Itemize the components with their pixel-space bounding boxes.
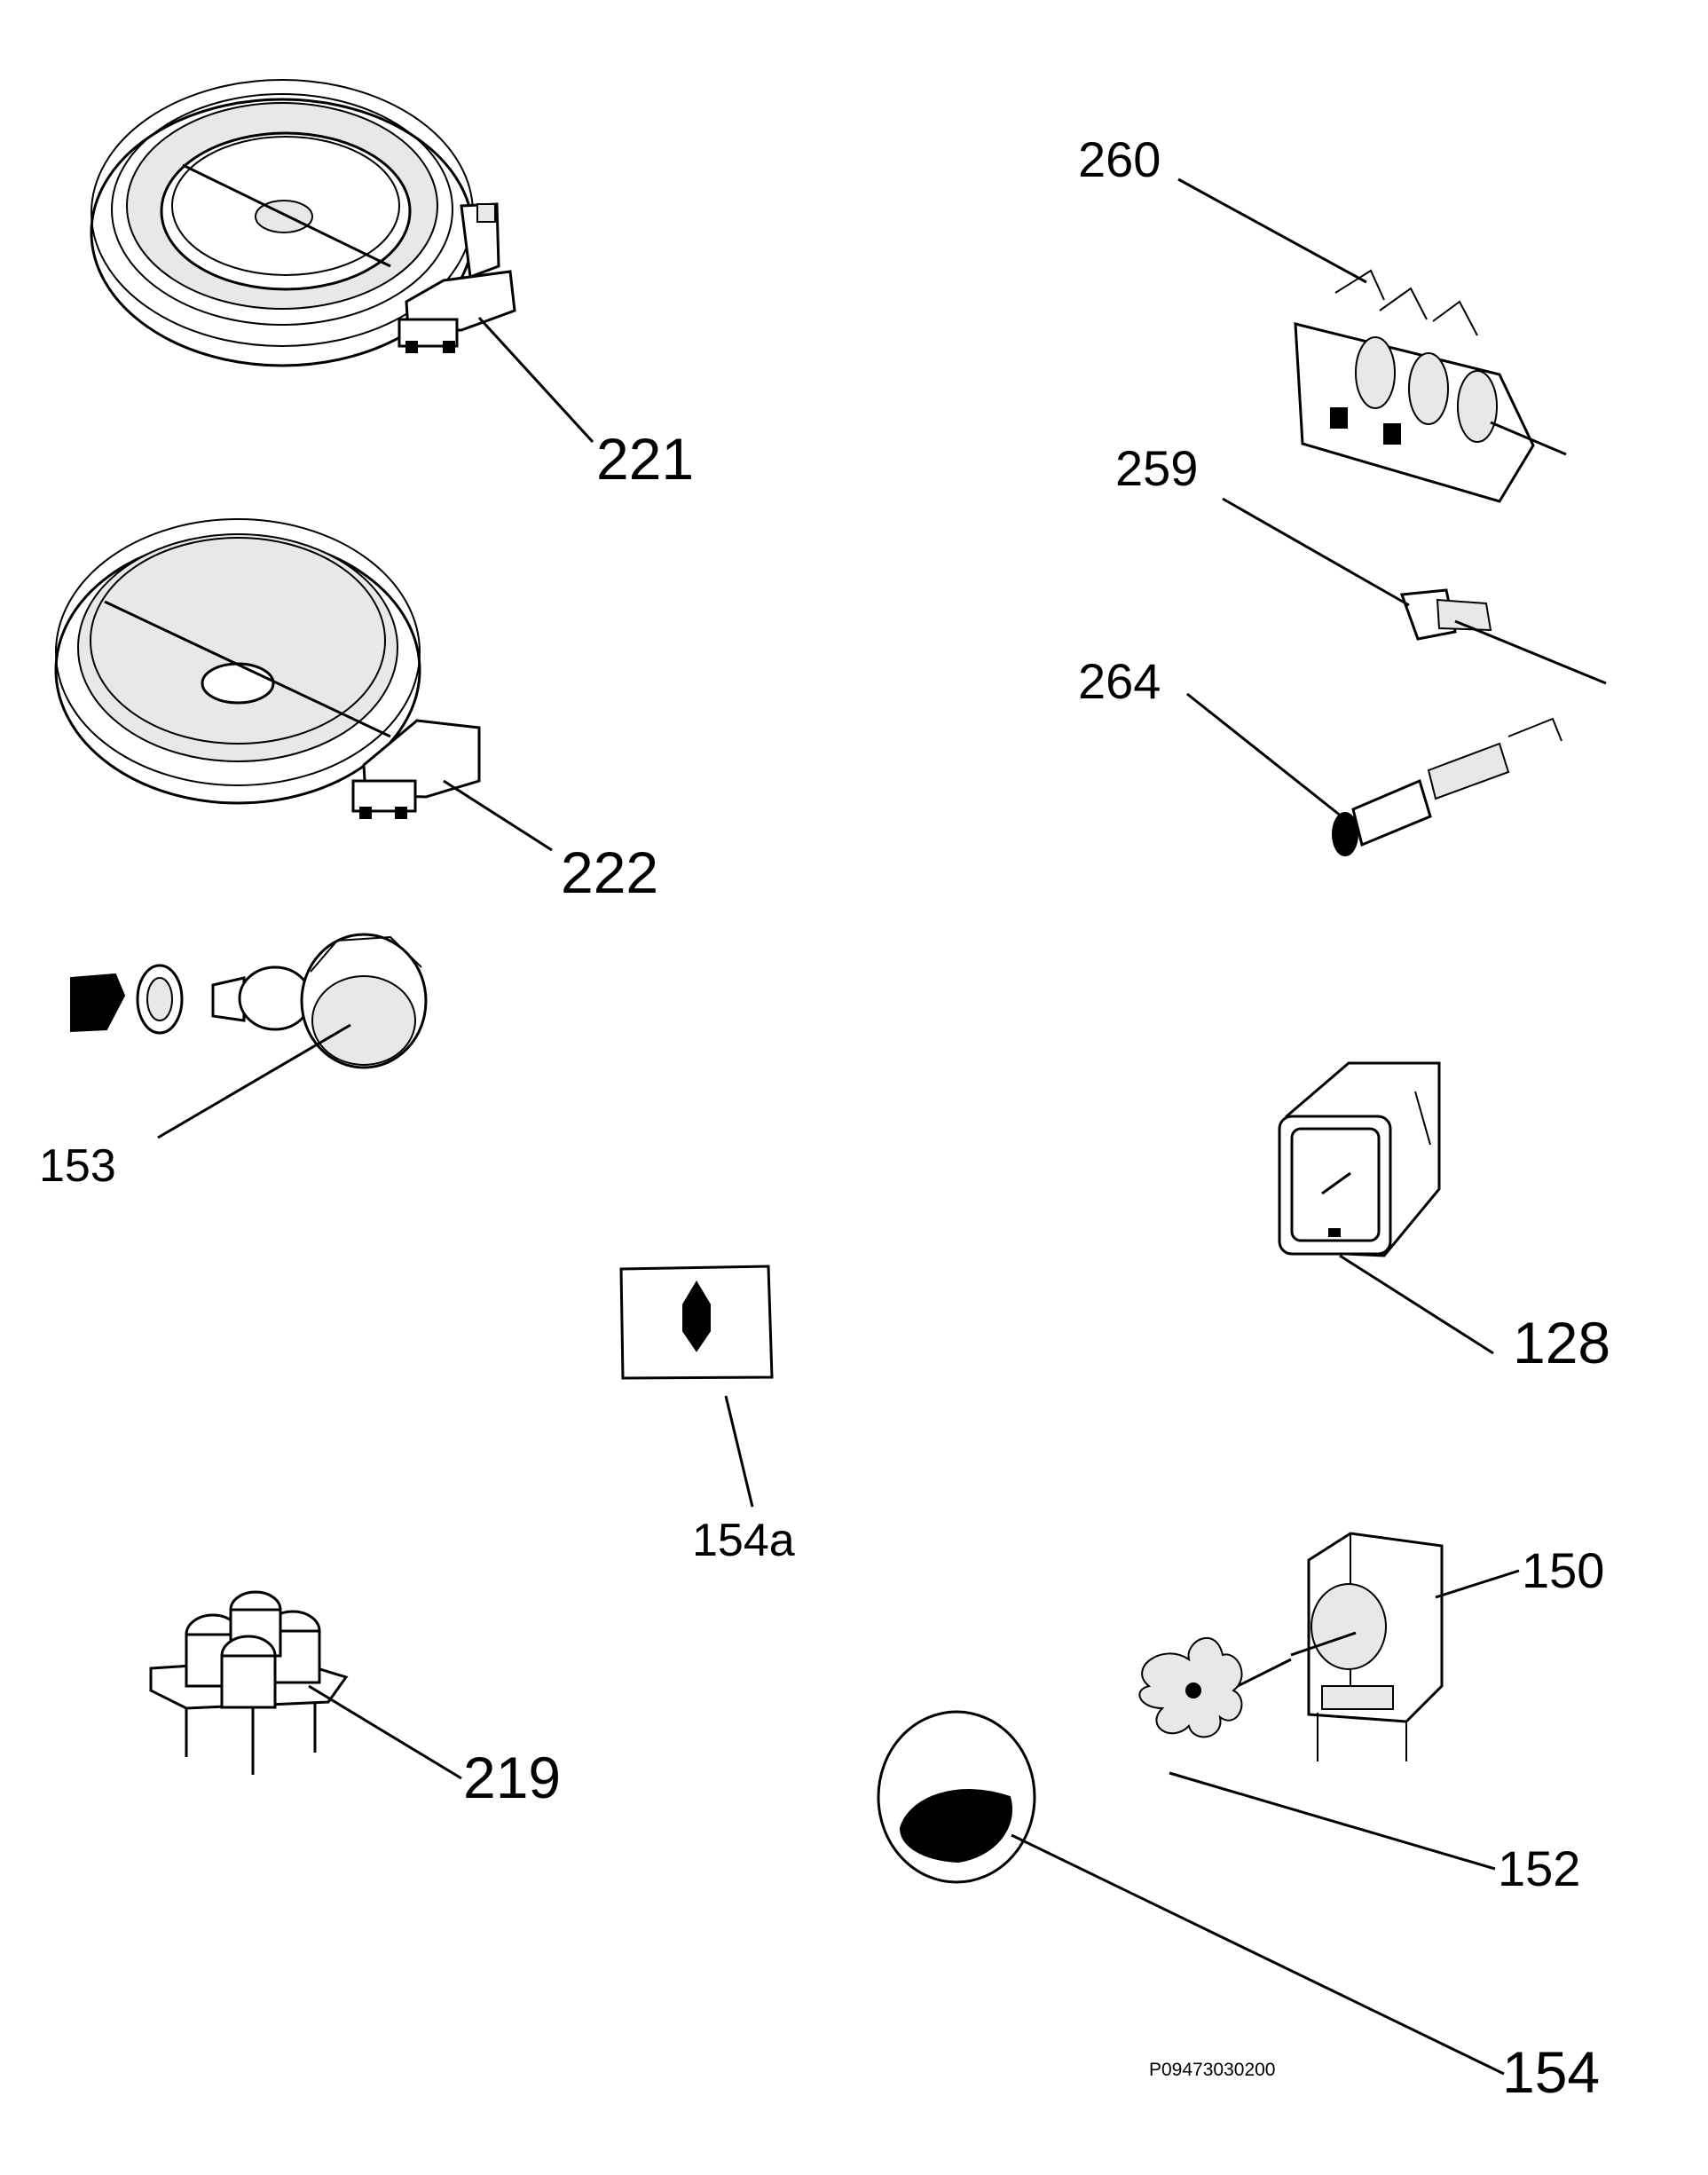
part-150-fan-motor bbox=[1228, 1532, 1520, 1761]
callout-259: 259 bbox=[1115, 440, 1199, 496]
callout-150: 150 bbox=[1522, 1542, 1605, 1598]
part-154-fan-filter bbox=[877, 1710, 1505, 2076]
part-128-timer bbox=[1278, 1061, 1494, 1355]
callout-260: 260 bbox=[1078, 131, 1161, 187]
part-153-oven-lamp bbox=[70, 933, 428, 1139]
part-222-single-hotplate bbox=[54, 518, 553, 852]
callout-219: 219 bbox=[463, 1745, 562, 1810]
part-221-dual-hotplate bbox=[90, 79, 594, 444]
callout-221: 221 bbox=[596, 426, 695, 492]
callout-154: 154 bbox=[1502, 2039, 1601, 2105]
callout-154a: 154a bbox=[692, 1515, 795, 1566]
callout-264: 264 bbox=[1078, 653, 1161, 709]
callout-152: 152 bbox=[1498, 1840, 1581, 1896]
part-219-terminal-block bbox=[149, 1590, 462, 1780]
drawing-code: P09473030200 bbox=[1149, 2060, 1276, 2080]
part-264-switch bbox=[1186, 692, 1562, 856]
part-154a-plate bbox=[619, 1265, 774, 1508]
part-152-fan-blade bbox=[1138, 1636, 1496, 1871]
part-259-sensor bbox=[1222, 497, 1607, 685]
callout-128: 128 bbox=[1513, 1310, 1611, 1375]
callout-153: 153 bbox=[39, 1140, 116, 1192]
part-260-selector-switch bbox=[1177, 177, 1567, 503]
callout-222: 222 bbox=[561, 839, 659, 905]
